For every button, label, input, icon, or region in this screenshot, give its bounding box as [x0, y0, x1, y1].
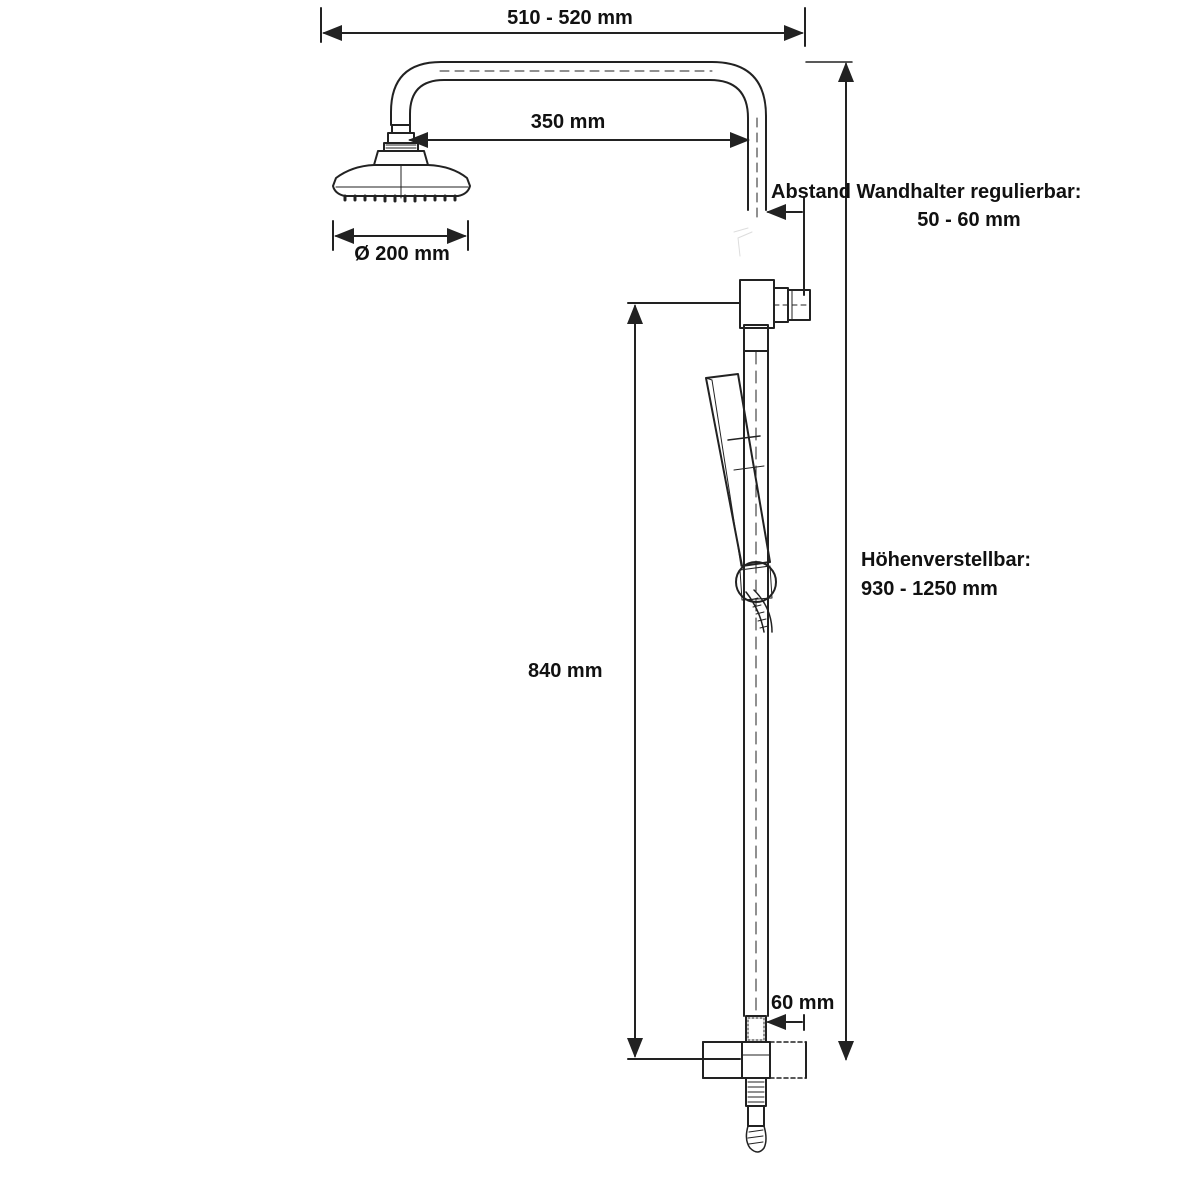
- shower-hose: [745, 589, 773, 633]
- rain-shower-head: [332, 124, 471, 203]
- slider-holder: [735, 561, 777, 603]
- total-width-label: 510 - 520 mm: [507, 7, 633, 29]
- head-diameter-dimension: [332, 220, 469, 251]
- wall-bracket: [733, 227, 811, 352]
- bottom-connector: [741, 1015, 771, 1153]
- bar-height-dimension: [627, 302, 741, 1060]
- height-adjust-value: 930 - 1250 mm: [861, 578, 998, 600]
- arm-length-label: 350 mm: [530, 111, 606, 133]
- hand-shower: [705, 373, 771, 567]
- bottom-offset-dimension: [766, 1014, 805, 1031]
- riser-bar: [743, 349, 769, 1017]
- bar-height-label: 840 mm: [528, 660, 603, 682]
- wall-mount: [702, 1041, 807, 1079]
- overhead-arm: [390, 61, 853, 221]
- head-diameter-label: Ø 200 mm: [354, 243, 450, 265]
- height-adjust-title: Höhenverstellbar:: [861, 549, 1032, 571]
- wall-distance-dimension: [766, 197, 805, 296]
- wall-distance-title: Abstand Wandhalter regulierbar:: [771, 181, 1082, 203]
- wall-distance-value: 50 - 60 mm: [917, 209, 1021, 231]
- bottom-offset-label: 60 mm: [771, 992, 835, 1014]
- total-width-dimension: [320, 7, 806, 47]
